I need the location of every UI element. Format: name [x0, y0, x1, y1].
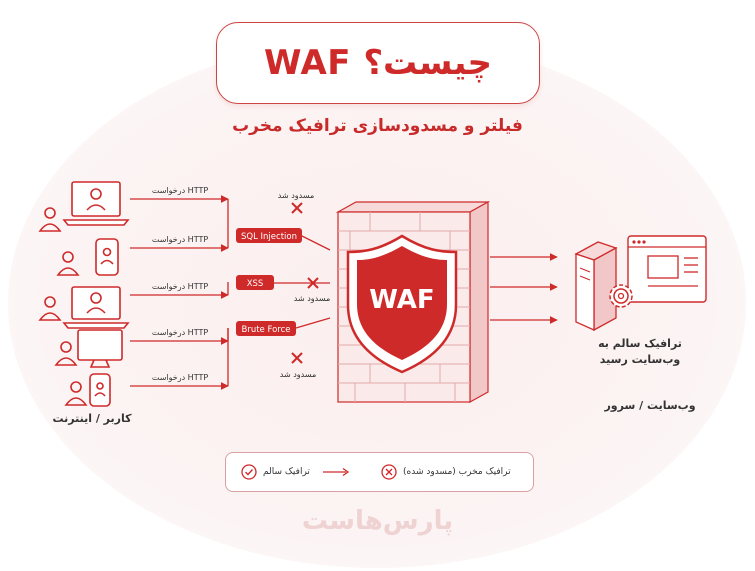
laptop-icon	[62, 181, 130, 226]
legend-clean: ترافیک سالم	[240, 453, 350, 491]
http-request-label: درخواست HTTP	[152, 235, 208, 244]
x-circle-icon	[381, 464, 397, 480]
browser-window-icon	[627, 235, 707, 303]
arrow-icon	[322, 467, 350, 477]
user-icon	[56, 251, 80, 276]
server-icon	[574, 241, 618, 332]
http-request-label: درخواست HTTP	[152, 186, 208, 195]
legend-malicious: ترافیک مخرب (مسدود شده)	[380, 453, 511, 491]
attack-tag-brute-force: Brute Force	[236, 321, 296, 336]
http-request-label: درخواست HTTP	[152, 282, 208, 291]
waf-label: WAF	[369, 285, 434, 315]
laptop-icon	[62, 286, 130, 329]
users-label: کاربر / اینترنت	[52, 412, 132, 425]
user-icon	[38, 207, 62, 232]
subtitle: فیلتر و مسدودسازی ترافیک مخرب	[232, 116, 523, 136]
http-request-label: درخواست HTTP	[152, 373, 208, 382]
user-icon	[54, 341, 78, 366]
legend-malicious-label: ترافیک مخرب (مسدود شده)	[403, 467, 511, 477]
attack-tag-xss: XSS	[236, 275, 274, 290]
attack-tag-sql: SQL Injection	[236, 228, 302, 243]
x-mark-icon	[291, 352, 303, 364]
blocked-label: مسدود شد	[280, 370, 317, 379]
blocked-label: مسدود شد	[278, 191, 315, 200]
legend: ترافیک سالم ترافیک مخرب (مسدود شده)	[225, 452, 534, 492]
blocked-label: مسدود شد	[294, 294, 331, 303]
check-circle-icon	[241, 464, 257, 480]
clean-traffic-label: وب‌سایت رسید	[600, 353, 681, 366]
attack-label: Brute Force	[242, 325, 291, 335]
watermark-logo: پارس‌هاست	[301, 506, 454, 536]
clean-traffic-label: ترافیک سالم به	[598, 337, 682, 350]
blocked-path	[301, 235, 331, 251]
x-mark-icon	[291, 202, 303, 214]
user-icon	[64, 381, 88, 406]
user-icon	[38, 296, 62, 321]
legend-clean-label: ترافیک سالم	[263, 467, 310, 477]
gear-icon	[609, 284, 633, 308]
shield-icon: WAF	[346, 234, 458, 374]
page-title: WAF چیست؟	[263, 43, 493, 83]
attack-label: SQL Injection	[241, 232, 297, 242]
phone-icon	[89, 373, 111, 407]
x-mark-icon	[307, 277, 319, 289]
phone-icon	[95, 238, 119, 276]
title-box: WAF چیست؟	[216, 22, 540, 104]
server-label: وب‌سایت / سرور	[603, 399, 695, 412]
attack-label: XSS	[247, 279, 264, 289]
monitor-icon	[77, 329, 123, 368]
blocked-path	[295, 317, 331, 329]
http-request-label: درخواست HTTP	[152, 328, 208, 337]
